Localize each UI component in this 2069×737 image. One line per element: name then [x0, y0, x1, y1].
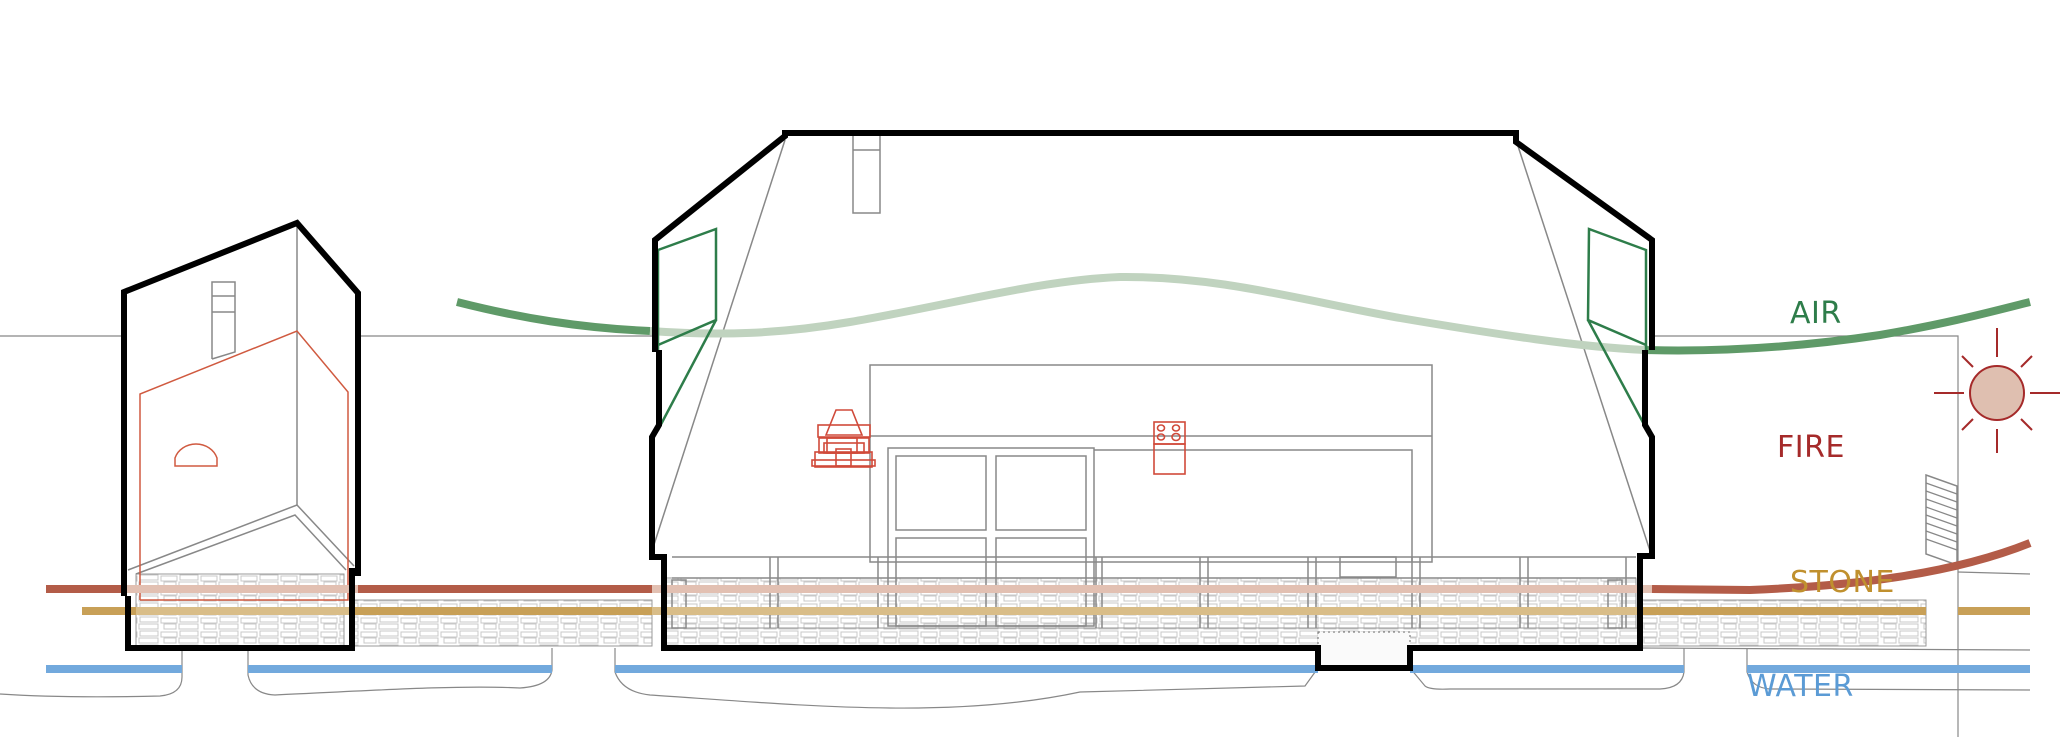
sun-icon: [1934, 328, 2060, 453]
interior-structure: [211, 132, 1958, 629]
air-band: [456, 272, 2031, 355]
building-outline: [121, 130, 1655, 671]
hearth-icon: [174, 443, 218, 467]
label-fire: FIRE: [1777, 430, 1845, 465]
hearth-zone: [139, 330, 349, 601]
stove-icon: [1153, 421, 1186, 475]
fire-band: [46, 539, 2032, 595]
label-air: AIR: [1790, 296, 1842, 331]
fireplace-icon: [811, 409, 876, 468]
terrain-lines: [0, 335, 2031, 737]
label-stone: STONE: [1790, 565, 1895, 600]
label-water: WATER: [1747, 669, 1854, 704]
